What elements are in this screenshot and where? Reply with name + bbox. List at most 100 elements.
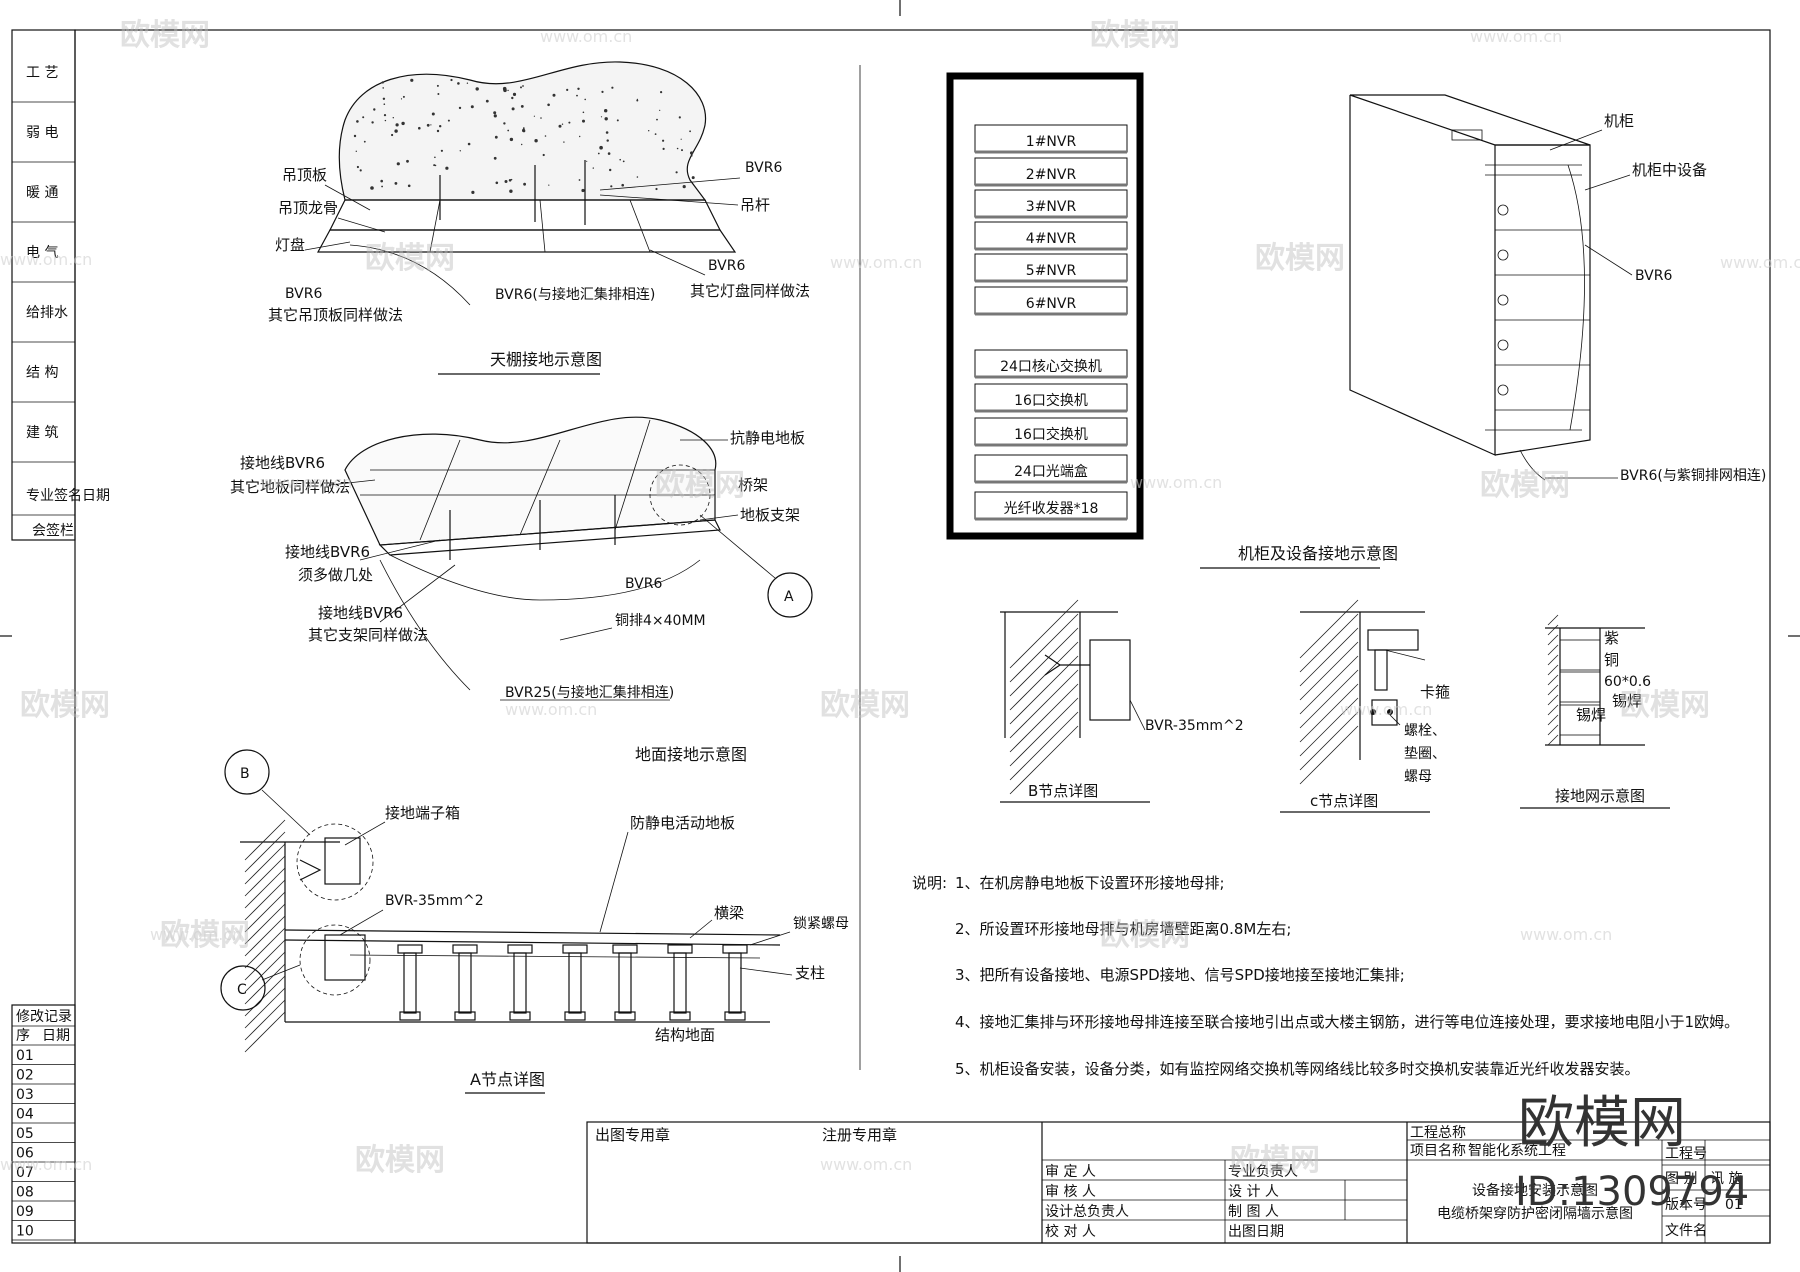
hatch-line: [1009, 627, 1079, 697]
hatch-line: [1547, 654, 1559, 666]
hatch-line: [1299, 711, 1359, 771]
concrete-dot: [604, 109, 608, 113]
grid-label-1: 铜: [1604, 651, 1619, 669]
node-a-label-4: 横梁: [714, 904, 744, 922]
rack-slot: [974, 383, 1128, 412]
hatch-line: [1299, 655, 1359, 715]
discipline-3: 电 气: [26, 245, 58, 261]
rack-item-1: 2#NVR: [1026, 167, 1077, 183]
node-c-label-0: 卡箍: [1420, 683, 1450, 701]
stamp-out: 出图专用章: [595, 1126, 670, 1144]
concrete-dot: [373, 108, 376, 111]
pedestal-head: [397, 944, 423, 954]
cabinet-unit-knob: [1497, 294, 1509, 306]
revision-row-5: 06: [16, 1146, 34, 1162]
drawing-title-2: 电缆桥架穿防护密闭隔墙示意图: [1437, 1205, 1633, 1222]
hatch-line: [1009, 655, 1079, 725]
pedestal-base: [399, 1011, 421, 1021]
concrete-dot: [689, 130, 691, 133]
concrete-dot: [407, 184, 411, 188]
watermark-brand-faint: 欧模网: [820, 688, 910, 723]
cabinet-label-2: BVR6: [1635, 268, 1672, 284]
concrete-dot: [656, 118, 658, 121]
watermark-brand: 欧模网: [1518, 1091, 1686, 1156]
concrete-dot: [400, 98, 403, 100]
concrete-dot: [522, 127, 525, 130]
note-4: 4、接地汇集排与环形接地母排连接至联合接地引出点或大楼主钢筋，进行等电位连接处理…: [955, 1013, 1739, 1031]
floor-label-12: A: [784, 589, 794, 605]
floor-label-3: 桥架: [738, 476, 768, 494]
concrete-dot: [507, 89, 509, 92]
concrete-dot: [521, 143, 523, 146]
concrete-dot: [458, 106, 462, 110]
concrete-dot: [507, 129, 510, 132]
concrete-dot: [597, 152, 600, 155]
floor-label-4: 地板支架: [740, 506, 800, 524]
revision-row-3: 04: [16, 1107, 34, 1123]
hatch-line: [1547, 634, 1559, 646]
concrete-dot: [433, 164, 436, 167]
watermark-brand-faint: 欧模网: [1090, 18, 1180, 53]
concrete-dot: [678, 116, 681, 119]
concrete-dot: [523, 182, 526, 186]
watermark-url: www.om.cn: [260, 473, 352, 492]
concrete-dot: [599, 145, 603, 150]
floor-label-0: 接地线BVR6: [240, 454, 325, 472]
hatch-line: [1299, 627, 1359, 687]
watermark-url: www.om.cn: [820, 1155, 912, 1174]
ceiling-label-6: 吊杆: [740, 196, 770, 214]
ceiling-diagram: 吊顶板 吊顶龙骨 灯盘 BVR6 其它吊顶板同样做法 BVR6 吊杆 BVR6 …: [268, 61, 810, 375]
concrete-dot: [445, 166, 449, 170]
concrete-dot: [691, 176, 695, 180]
sign-specialty: 专业: [26, 488, 54, 504]
discipline-value: 讯 施: [1710, 1171, 1742, 1187]
node-a-diagram: B 接地端子箱 防静电活动地板 BVR-35mm^2 横梁 锁紧螺母 C 支柱 …: [220, 749, 849, 1094]
floor-label-8: 接地线BVR6: [318, 604, 403, 622]
role-lead: 专业负责人: [1228, 1164, 1298, 1180]
watermark-url: www.om.cn: [1130, 473, 1222, 492]
concrete-dot: [609, 168, 612, 172]
concrete-dot: [459, 150, 461, 152]
concrete-dot: [410, 78, 414, 82]
watermark-url: www.om.cn: [540, 27, 632, 46]
concrete-dot: [534, 139, 538, 143]
node-a-label-8: 结构地面: [655, 1026, 715, 1044]
hatch-line: [1547, 704, 1559, 716]
concrete-dot: [566, 88, 569, 91]
hatch-line: [244, 1011, 286, 1053]
concrete-dot: [522, 129, 526, 133]
concrete-dot: [470, 105, 474, 109]
concrete-dot: [466, 82, 469, 84]
hatch-line: [244, 915, 286, 957]
concrete-dot: [362, 116, 365, 119]
label-file: 文件名: [1665, 1223, 1707, 1239]
node-a-label-6: C: [237, 982, 247, 998]
hatch-line: [244, 903, 286, 945]
concrete-dot: [383, 103, 386, 105]
hatch-line: [1547, 614, 1559, 626]
concrete-dot: [578, 179, 581, 181]
hatch-line: [1547, 644, 1559, 656]
concrete-dot: [563, 141, 565, 143]
revision-row-6: 07: [16, 1165, 34, 1181]
concrete-dot: [359, 169, 362, 172]
concrete-dot: [381, 185, 383, 188]
rack-item-7: 16口交换机: [1014, 392, 1088, 409]
concrete-dot: [544, 135, 547, 137]
concrete-dot: [475, 87, 479, 91]
concrete-dot: [502, 86, 507, 91]
discipline-1: 弱 电: [26, 125, 58, 141]
concrete-dot: [581, 188, 585, 193]
stamp-reg: 注册专用章: [822, 1126, 897, 1144]
floor-label-1: 其它地板同样做法: [230, 478, 350, 496]
concrete-dot: [504, 180, 508, 183]
concrete-dot: [493, 114, 497, 118]
hatch-line: [244, 891, 286, 933]
concrete-dot: [431, 112, 435, 116]
revision-row-1: 02: [16, 1068, 34, 1084]
concrete-dot: [681, 149, 683, 152]
concrete-dot: [383, 114, 387, 117]
